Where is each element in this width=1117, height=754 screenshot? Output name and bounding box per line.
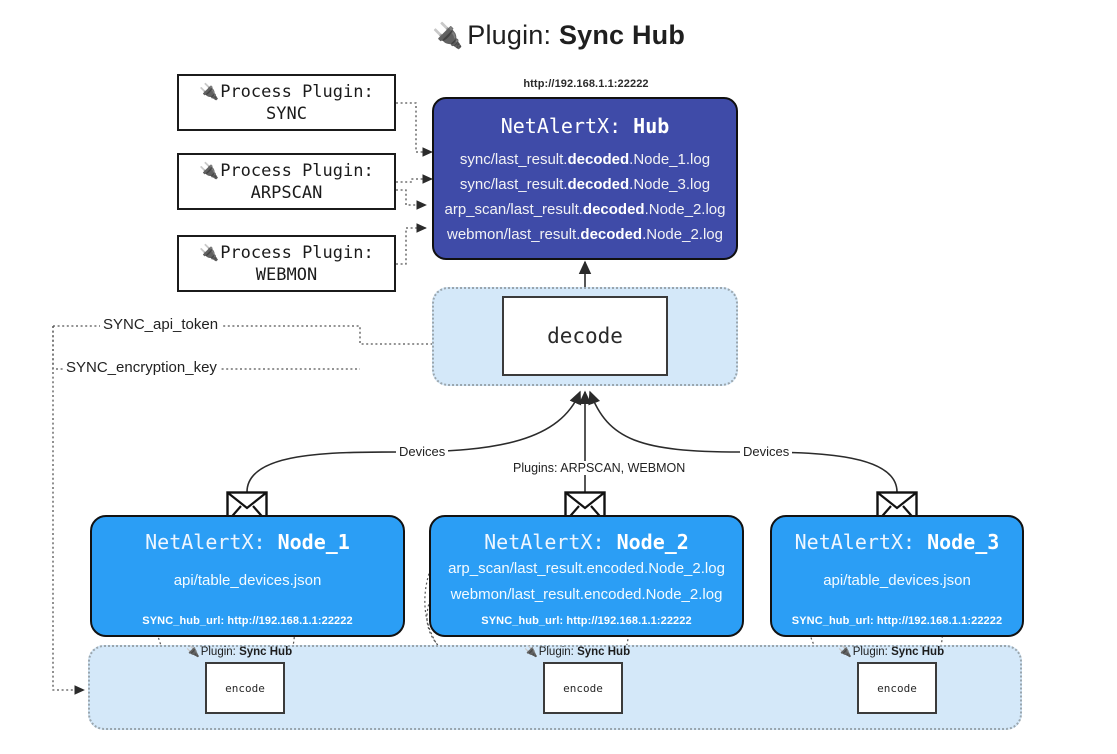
node-box-node-3[interactable]: NetAlertX: Node_3 api/table_devices.json…: [770, 515, 1024, 637]
encode-label: encode: [563, 681, 603, 695]
edge-label-devices-right: Devices: [740, 444, 793, 459]
hub-title: NetAlertX: Hub: [501, 113, 670, 139]
hub-log-pre: sync/last_result.: [459, 176, 568, 193]
electric-plug-icon: 🔌: [199, 242, 220, 262]
hub-log-pre: arp_scan/last_result.: [444, 201, 583, 218]
hub-name: Hub: [633, 114, 670, 138]
node-box-node-1[interactable]: NetAlertX: Node_1 api/table_devices.json…: [90, 515, 405, 637]
process-plugin-sync[interactable]: 🔌Process Plugin: SYNC: [177, 74, 396, 131]
encoder-caption-prefix: Plugin:: [538, 646, 578, 658]
hub-log-row: webmon/last_result.decoded.Node_2.log: [434, 222, 736, 247]
hub-log-mid: decoded: [582, 201, 645, 218]
encoder-caption-name: Sync Hub: [577, 646, 631, 658]
hub-log-row: sync/last_result.decoded.Node_3.log: [434, 172, 736, 197]
electric-plug-icon: 🔌: [199, 160, 220, 180]
encode-box-node-2[interactable]: encode: [543, 662, 623, 714]
process-plugin-name: WEBMON: [255, 264, 318, 285]
node-title: NetAlertX: Node_2: [484, 529, 689, 556]
electric-plug-icon: 🔌: [186, 646, 200, 658]
hub-url-label: http://192.168.1.1:22222: [523, 78, 649, 90]
node-log-line: api/table_devices.json: [823, 572, 971, 589]
encoder-caption-name: Sync Hub: [891, 646, 945, 658]
process-plugin-name: SYNC: [266, 103, 307, 124]
edge-label-devices-left: Devices: [396, 444, 449, 459]
encode-box-node-1[interactable]: encode: [205, 662, 285, 714]
encoder-caption-node-2: 🔌Plugin: Sync Hub: [524, 645, 630, 658]
node-name: Node_3: [927, 530, 1000, 554]
process-plugin-caption: Process Plugin:: [220, 160, 374, 181]
electric-plug-icon: 🔌: [199, 81, 220, 101]
encoder-caption-prefix: Plugin:: [852, 646, 892, 658]
encoder-caption-node-3: 🔌Plugin: Sync Hub: [838, 645, 944, 658]
encode-box-node-3[interactable]: encode: [857, 662, 937, 714]
decode-box[interactable]: decode: [502, 296, 668, 376]
node-log-line: api/table_devices.json: [173, 572, 322, 589]
encode-label: encode: [225, 681, 265, 695]
encoder-caption-node-1: 🔌Plugin: Sync Hub: [186, 645, 292, 658]
electric-plug-icon: 🔌: [431, 22, 464, 50]
node-title: NetAlertX: Node_1: [145, 529, 350, 556]
hub-log-pre: sync/last_result.: [459, 151, 568, 168]
node-title: NetAlertX: Node_3: [795, 529, 1000, 556]
process-plugin-caption: Process Plugin:: [220, 81, 374, 102]
process-plugin-arpscan[interactable]: 🔌Process Plugin: ARPSCAN: [177, 153, 396, 210]
hub-app-label: NetAlertX:: [500, 114, 634, 138]
node-log-line: arp_scan/last_result.encoded.Node_2.log: [448, 560, 725, 577]
process-plugin-webmon[interactable]: 🔌Process Plugin: WEBMON: [177, 235, 396, 292]
page-title-name: Sync Hub: [558, 20, 686, 50]
node-app-label: NetAlertX:: [484, 530, 617, 554]
node-name: Node_2: [616, 530, 689, 554]
hub-node[interactable]: NetAlertX: Hub sync/last_result.decoded.…: [432, 97, 738, 260]
node-hub-url: SYNC_hub_url: http://192.168.1.1:22222: [791, 615, 1003, 627]
hub-log-mid: decoded: [580, 226, 643, 243]
hub-log-mid: decoded: [567, 151, 630, 168]
sync-encryption-key-label: SYNC_encryption_key: [63, 359, 220, 376]
hub-log-post: .Node_3.log: [629, 176, 711, 193]
encoder-caption-name: Sync Hub: [239, 646, 293, 658]
node-box-node-2[interactable]: NetAlertX: Node_2 arp_scan/last_result.e…: [429, 515, 744, 637]
electric-plug-icon: 🔌: [838, 646, 852, 658]
hub-log-row: sync/last_result.decoded.Node_1.log: [434, 147, 736, 172]
node-name: Node_1: [277, 530, 350, 554]
node-app-label: NetAlertX:: [145, 530, 278, 554]
node-hub-url: SYNC_hub_url: http://192.168.1.1:22222: [481, 615, 692, 627]
encoder-caption-prefix: Plugin:: [200, 646, 240, 658]
decode-label: decode: [547, 324, 623, 348]
page-title-prefix: Plugin:: [467, 20, 559, 50]
electric-plug-icon: 🔌: [524, 646, 538, 658]
page-title: 🔌Plugin: Sync Hub: [0, 18, 1117, 53]
hub-log-post: .Node_2.log: [644, 201, 726, 218]
hub-log-post: .Node_2.log: [642, 226, 723, 243]
hub-log-pre: webmon/last_result.: [447, 226, 581, 243]
encode-label: encode: [877, 681, 917, 695]
hub-log-row: arp_scan/last_result.decoded.Node_2.log: [434, 197, 736, 222]
edge-label-plugins-center: Plugins: ARPSCAN, WEBMON: [510, 461, 689, 475]
process-plugin-caption: Process Plugin:: [220, 242, 374, 263]
sync-api-token-label: SYNC_api_token: [100, 316, 222, 333]
node-app-label: NetAlertX:: [794, 530, 928, 554]
hub-log-post: .Node_1.log: [629, 151, 711, 168]
hub-log-mid: decoded: [567, 176, 630, 193]
node-log-line: webmon/last_result.encoded.Node_2.log: [450, 586, 723, 603]
process-plugin-name: ARPSCAN: [250, 182, 323, 203]
node-hub-url: SYNC_hub_url: http://192.168.1.1:22222: [142, 615, 353, 627]
